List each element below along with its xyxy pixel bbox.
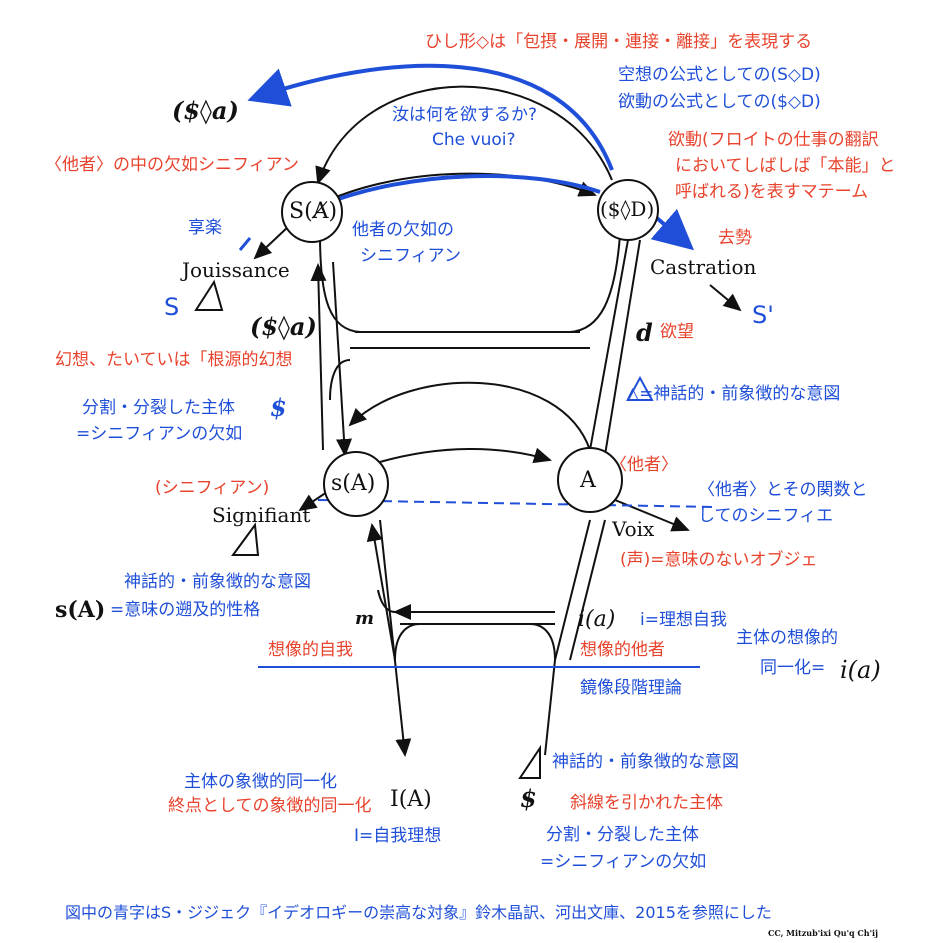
arc-middle bbox=[348, 381, 591, 451]
node-a: A bbox=[580, 468, 596, 493]
symbolic-id-2: 終点としての象徴的同一化 bbox=[168, 796, 372, 816]
ray-up-from-s-of-a bbox=[310, 263, 327, 451]
triangle-bottom bbox=[518, 744, 541, 779]
symbolic-id-1: 主体の象徴的同一化 bbox=[184, 772, 337, 792]
triangle-legend-icon bbox=[626, 375, 654, 401]
i-of-a-label: i(a) bbox=[578, 607, 616, 632]
imaginary-id-1: 主体の想像的 bbox=[736, 628, 838, 648]
s-of-a-symbol: s(A) bbox=[55, 597, 106, 623]
source-note: 図中の青字はS・ジジェク『イデオロギーの崇高な対象』鈴木晶訳、河出文庫、2015… bbox=[65, 903, 772, 922]
castration-label: Castration bbox=[650, 255, 757, 279]
voice-note: (声)=意味のないオブジェ bbox=[620, 550, 818, 570]
retro-meaning: =意味の遡及的性格 bbox=[110, 600, 261, 620]
d-label: d bbox=[636, 318, 653, 347]
s-prime: S' bbox=[752, 301, 774, 329]
node-s-of-a: s(A) bbox=[331, 471, 376, 496]
signifiant-label: Signifiant bbox=[212, 503, 311, 527]
upper-second-left bbox=[329, 359, 351, 401]
lower-upper-bar-curve-l bbox=[377, 589, 396, 613]
lower-curve-left bbox=[394, 623, 421, 661]
m-label: m bbox=[355, 608, 375, 629]
triangle-upper bbox=[194, 279, 224, 311]
fantasy-symbol-top: ($◊a) bbox=[172, 96, 239, 125]
lack-other-blue-2: シニフィアン bbox=[360, 246, 461, 266]
node-a-circle bbox=[557, 447, 623, 513]
drive-note-3: 呼ばれる)を表すマテーム bbox=[675, 182, 869, 202]
node-s-barred-a: S(A̸) bbox=[289, 199, 338, 224]
arc-upper-inner bbox=[317, 172, 597, 206]
credit: CC, Mitzub'ixi Qu'q Ch'ij bbox=[768, 928, 878, 938]
imaginary-other: 想像的他者 bbox=[580, 640, 665, 660]
right-vertical-2 bbox=[604, 239, 641, 456]
other-function-2: してのシニフィエ bbox=[698, 506, 834, 526]
other-function-1: 〈他者〉とその関数と bbox=[698, 480, 868, 500]
node-s-of-a-circle bbox=[323, 451, 389, 517]
drive-note-1: 欲動(フロイトの仕事の翻訳 bbox=[668, 130, 879, 150]
lower-left-up bbox=[366, 523, 396, 661]
fantasy-fundamental: 幻想、たいていは「根源的幻想 bbox=[55, 350, 293, 370]
rhombus-note: ひし形◇は「包摂・展開・連接・離接」を表現する bbox=[425, 32, 813, 52]
myth-intent-bottom: 神話的・前象徴的な意図 bbox=[552, 752, 739, 772]
split-subject-lower-1: 分割・分裂した主体 bbox=[546, 825, 699, 845]
blue-arc-upper bbox=[321, 174, 601, 207]
arrow-jouissance bbox=[253, 224, 291, 260]
right-vertical-1 bbox=[589, 239, 629, 451]
s-left: S bbox=[164, 293, 180, 321]
drive-note-2: においてしばしば「本能」と bbox=[675, 156, 896, 176]
mirror-stage: 鏡像段階理論 bbox=[580, 678, 682, 698]
split-subject-lower-2: =シニフィアンの欠如 bbox=[540, 852, 707, 872]
node-drive: ($◊D) bbox=[600, 197, 655, 221]
imaginary-id-symbol: i(a) bbox=[840, 656, 881, 684]
jouissance-label: Jouissance bbox=[182, 258, 290, 282]
arc-s-to-a bbox=[379, 447, 552, 464]
lower-left-line bbox=[379, 519, 412, 757]
triangle-note: △=神話的・前象徴的な意図 bbox=[626, 384, 841, 404]
desire-label: 欲望 bbox=[660, 322, 694, 342]
ray-to-s-of-a bbox=[332, 261, 352, 457]
upper-loop-left bbox=[319, 234, 361, 333]
signifier-red: (シニフィアン) bbox=[155, 478, 270, 498]
castration-jp: 去勢 bbox=[718, 228, 752, 248]
blue-mark-jouissance bbox=[238, 237, 252, 251]
other-red: 〈他者〉 bbox=[610, 455, 678, 475]
lower-right-line-2 bbox=[569, 519, 606, 661]
arc-che-vuoi bbox=[315, 85, 613, 185]
imaginary-ego: 想像的自我 bbox=[268, 640, 353, 660]
lack-other-red: 〈他者〉の中の欠如シニフィアン bbox=[45, 155, 299, 175]
che-vuoi: Che vuoi? bbox=[432, 130, 516, 150]
lack-other-blue-1: 他者の欠如の bbox=[352, 220, 454, 240]
barred-s-bottom: $ bbox=[520, 784, 537, 813]
lower-curve-right bbox=[529, 623, 556, 661]
node-s-barred-a-circle bbox=[281, 181, 343, 243]
split-subject-upper-2: =シニフィアンの欠如 bbox=[76, 424, 243, 444]
barred-subject: 斜線を引かれた主体 bbox=[570, 793, 723, 813]
imaginary-id-2: 同一化= bbox=[760, 658, 826, 678]
che-vuoi-jp: 汝は何を欲するか? bbox=[392, 105, 538, 125]
triangle-middle bbox=[231, 522, 260, 556]
barred-s-mid: $ bbox=[270, 393, 287, 422]
blue-arc-to-fantasy bbox=[247, 63, 614, 171]
split-subject-upper-1: 分割・分裂した主体 bbox=[82, 398, 235, 418]
jouissance-jp: 享楽 bbox=[188, 218, 222, 238]
myth-intent-middle: 神話的・前象徴的な意図 bbox=[124, 572, 311, 592]
node-drive-circle bbox=[597, 179, 659, 241]
ego-ideal: I=自我理想 bbox=[354, 826, 442, 846]
ideal-ego: i=理想自我 bbox=[640, 610, 727, 630]
node-i-of-a: I(A) bbox=[390, 787, 432, 812]
fantasy-formula-2: 欲動の公式としての($◇D) bbox=[618, 92, 821, 112]
arrow-castration-out bbox=[709, 284, 742, 312]
fantasy-formula-1: 空想の公式としての(S◇D) bbox=[618, 65, 821, 85]
voix-label: Voix bbox=[612, 517, 655, 541]
upper-loop-right bbox=[569, 234, 621, 333]
fantasy-symbol-mid: ($◊a) bbox=[250, 312, 317, 341]
